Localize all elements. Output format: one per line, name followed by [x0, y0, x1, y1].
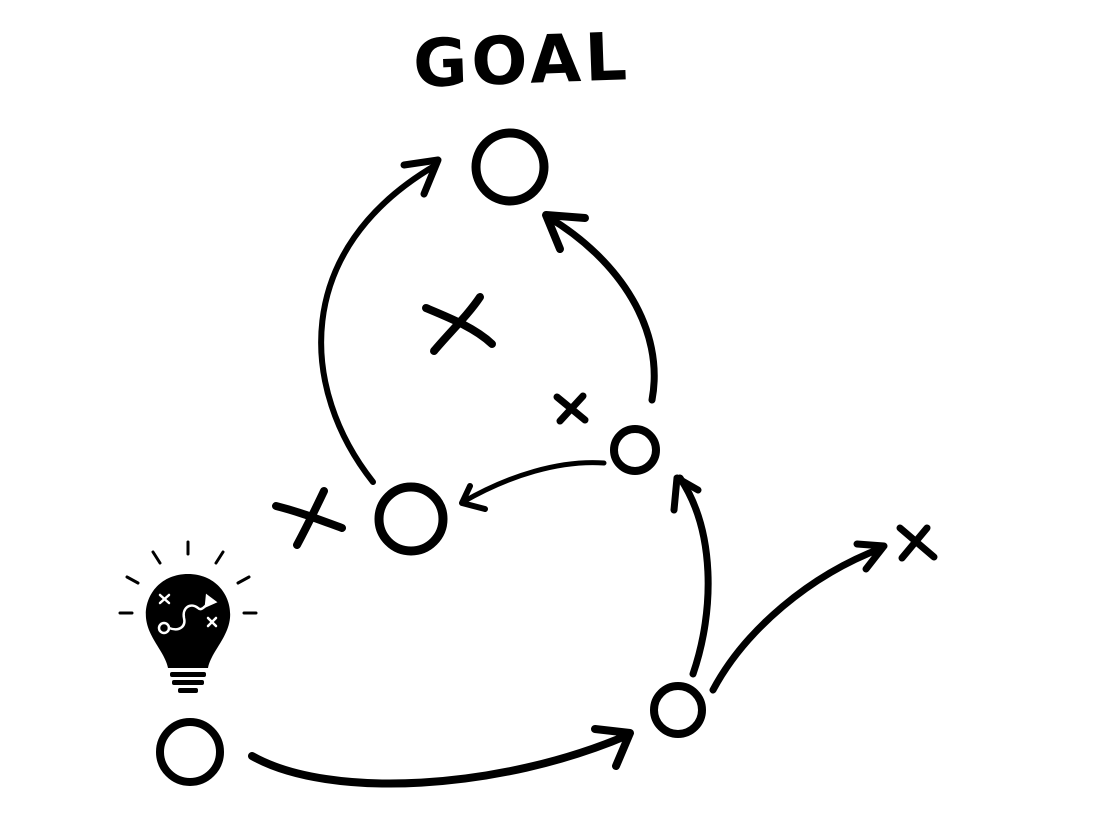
arrow-left-middle-to-goal [318, 156, 442, 485]
lightbulb-strategy-icon [118, 540, 258, 693]
arrow-right-middle-to-goal [542, 211, 658, 404]
arrow-start-to-bottom-right [248, 725, 634, 788]
arrow-bottom-right-to-right-middle [670, 474, 712, 678]
x-mark-right-small [553, 392, 589, 425]
bottom-right-node [650, 682, 706, 738]
arrow-right-middle-to-left-middle [459, 460, 607, 512]
x-mark-far-right [896, 524, 938, 562]
x-mark-center [422, 293, 496, 355]
goal-node [471, 128, 549, 206]
arrow-bottom-right-to-far-x [709, 540, 888, 694]
start-node [156, 718, 224, 786]
left-middle-node [374, 482, 448, 556]
right-middle-node [610, 425, 660, 475]
x-mark-left [272, 487, 346, 549]
